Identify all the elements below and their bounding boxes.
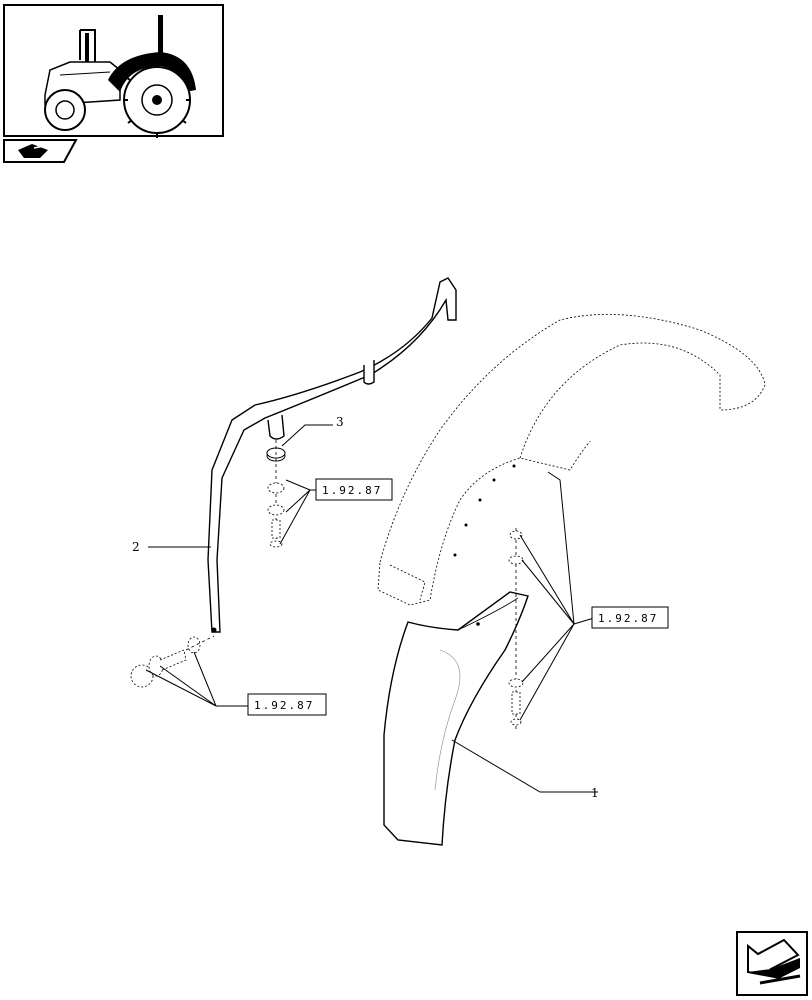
callout-1: 1	[591, 786, 599, 800]
fender-extension-part	[383, 591, 529, 846]
reference-label: 1.92.87	[598, 612, 658, 625]
reference-box-right[interactable]: 1.92.87	[591, 606, 669, 629]
fender-outline	[377, 314, 766, 606]
upper-fastener-stack	[266, 440, 286, 548]
reference-label: 1.92.87	[322, 484, 382, 497]
grab-handle-part	[207, 277, 457, 633]
callout-3: 3	[336, 415, 344, 429]
tractor-thumbnail-icon[interactable]	[3, 4, 224, 138]
reference-label: 1.92.87	[254, 699, 314, 712]
right-fastener-stack	[508, 528, 524, 730]
callout-2: 2	[132, 540, 140, 554]
reference-box-upper[interactable]: 1.92.87	[315, 478, 393, 501]
section-tab-icon[interactable]	[3, 139, 78, 163]
navigation-arrow-icon[interactable]	[736, 931, 808, 996]
knob-bolt-stack	[130, 635, 215, 688]
reference-box-lower-left[interactable]: 1.92.87	[247, 693, 327, 716]
